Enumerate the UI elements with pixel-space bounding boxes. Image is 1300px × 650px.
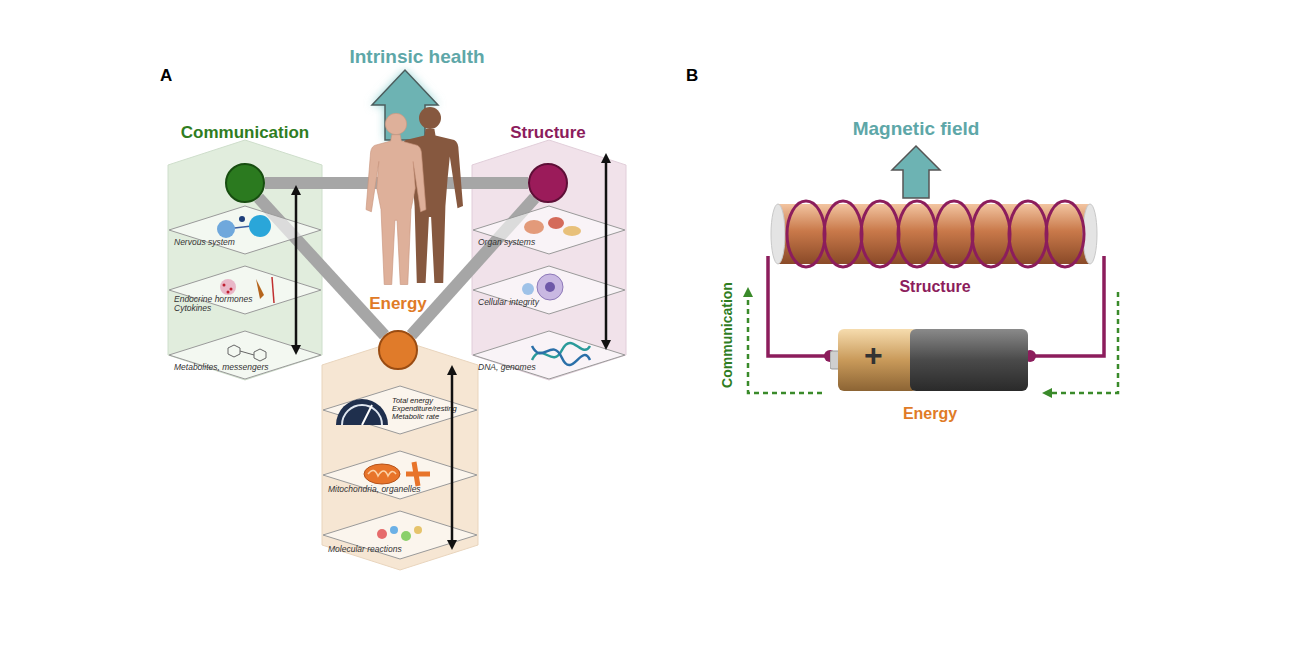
node-text: Energy	[369, 294, 427, 314]
scale-arrow	[605, 158, 608, 345]
node-text: Cellular integrity	[478, 297, 539, 307]
node-text: Endocrine hormones Cytokines	[174, 295, 274, 313]
battery-art	[830, 325, 1030, 395]
energy-prism	[322, 340, 478, 570]
layer-plane	[472, 265, 626, 315]
circuit-wire	[1030, 256, 1104, 356]
layer-plane	[168, 330, 322, 380]
signal-flow-arrow	[1047, 292, 1118, 393]
system-node: Communication	[225, 163, 265, 203]
layer-plane	[472, 330, 626, 380]
node-text: Total energy Expenditure/resting Metabol…	[392, 397, 458, 421]
outcome-label: Intrinsic health	[349, 46, 484, 68]
outcome-label: Magnetic field	[853, 118, 980, 140]
scale-layer: Nervous system	[168, 205, 322, 255]
coil-art	[770, 198, 1100, 270]
scale-arrow	[451, 370, 454, 545]
system-node: Structure	[528, 163, 568, 203]
node-text: Communication	[181, 123, 309, 143]
scale-layer: Total energy Expenditure/resting Metabol…	[322, 385, 478, 435]
panel-letter: A	[160, 66, 172, 86]
female-figure	[366, 113, 426, 284]
scale-layer: Mitochondria, organelles	[322, 450, 478, 500]
node-text: DNA, genomes	[478, 362, 536, 372]
panel-letter: B	[686, 66, 698, 86]
communication-prism	[168, 140, 322, 380]
node-text: Organ systems	[478, 237, 535, 247]
node-text: Mitochondria, organelles	[328, 484, 421, 494]
structure-prism	[472, 140, 626, 380]
circuit-wire	[768, 256, 830, 356]
layer-plane	[168, 205, 322, 255]
scale-layer: Endocrine hormones Cytokines	[168, 265, 322, 315]
axis-label: Communication	[719, 282, 735, 388]
node-text: Energy	[903, 405, 957, 423]
node-text: +	[864, 337, 883, 374]
scale-layer: DNA, genomes	[472, 330, 626, 380]
system-node: Energy	[378, 330, 418, 370]
node-text: Molecular reactions	[328, 544, 402, 554]
scale-layer: Metabolites, messengers	[168, 330, 322, 380]
battery-node: +Energy	[830, 325, 1030, 395]
node-text: Metabolites, messengers	[174, 362, 269, 372]
scale-arrow	[295, 190, 298, 350]
node-text: Nervous system	[174, 237, 235, 247]
scale-layer: Cellular integrity	[472, 265, 626, 315]
node-text: Structure	[899, 278, 970, 296]
field-arrow	[892, 146, 940, 198]
scale-layer: Organ systems	[472, 205, 626, 255]
scale-layer: Molecular reactions	[322, 510, 478, 560]
layer-plane	[472, 205, 626, 255]
signal-flow-arrow	[748, 292, 822, 393]
coil-node: Structure	[770, 198, 1100, 270]
node-text: Structure	[510, 123, 586, 143]
